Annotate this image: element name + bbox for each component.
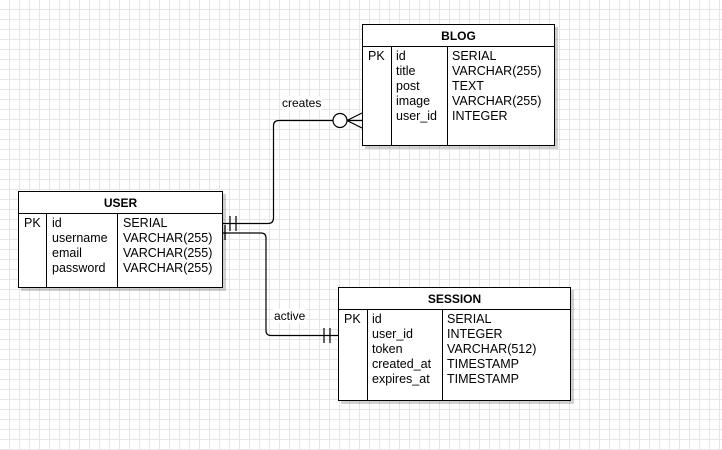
session-entity-body: PK id user_id token created_at expires_a… (339, 310, 570, 400)
creates-relationship-label: creates (281, 96, 323, 110)
blog-field-name: title (396, 64, 416, 78)
blog-field-name-column: id title post image user_id (391, 47, 447, 145)
blog-field-type: SERIAL (452, 49, 497, 63)
user-field-type: VARCHAR(255) (123, 261, 213, 275)
blog-field-name: user_id (396, 109, 437, 123)
blog-entity-title: BLOG (363, 25, 554, 47)
session-field-name: id (372, 312, 382, 326)
user-key-column: PK (24, 214, 48, 287)
creates-many-crowsfoot (346, 112, 363, 129)
blog-field-name: image (396, 94, 431, 108)
session-field-type: TIMESTAMP (447, 372, 519, 386)
session-entity-title: SESSION (339, 288, 570, 310)
user-field-name-column: id username email password (46, 214, 117, 287)
session-field-name: token (372, 342, 403, 356)
user-pk-marker: PK (24, 216, 41, 230)
session-entity[interactable]: SESSION PK id user_id token created_at e… (338, 287, 571, 401)
user-field-type: SERIAL (123, 216, 168, 230)
session-field-type-column: SERIAL INTEGER VARCHAR(512) TIMESTAMP TI… (442, 310, 570, 400)
blog-key-column: PK (368, 47, 392, 145)
session-field-type: TIMESTAMP (447, 357, 519, 371)
session-field-type: SERIAL (447, 312, 492, 326)
user-field-name: password (52, 261, 106, 275)
session-field-type: VARCHAR(512) (447, 342, 537, 356)
blog-entity[interactable]: BLOG PK id title post image user_id SERI… (362, 24, 555, 146)
user-field-type-column: SERIAL VARCHAR(255) VARCHAR(255) VARCHAR… (117, 214, 222, 287)
user-field-name: id (52, 216, 62, 230)
active-connector-line[interactable] (222, 232, 338, 337)
blog-field-type-column: SERIAL VARCHAR(255) TEXT VARCHAR(255) IN… (447, 47, 554, 145)
session-pk-marker: PK (344, 312, 361, 326)
blog-field-type: TEXT (452, 79, 484, 93)
user-field-name: username (52, 231, 108, 245)
blog-field-name: id (396, 49, 406, 63)
blog-field-name: post (396, 79, 420, 93)
blog-entity-body: PK id title post image user_id SERIAL VA… (363, 47, 554, 145)
user-field-type: VARCHAR(255) (123, 246, 213, 260)
creates-zero-marker (332, 112, 348, 129)
session-field-name-column: id user_id token created_at expires_at (367, 310, 442, 400)
session-key-column: PK (344, 310, 368, 400)
user-entity-body: PK id username email password SERIAL VAR… (19, 214, 222, 287)
user-field-type: VARCHAR(255) (123, 231, 213, 245)
creates-connector-line[interactable] (222, 119, 333, 225)
blog-field-type: VARCHAR(255) (452, 94, 542, 108)
active-relationship-label: active (273, 309, 307, 323)
user-entity[interactable]: USER PK id username email password SERIA… (18, 191, 223, 288)
session-field-name: created_at (372, 357, 432, 371)
session-field-type: INTEGER (447, 327, 503, 341)
session-field-name: expires_at (372, 372, 430, 386)
user-entity-title: USER (19, 192, 222, 214)
user-field-name: email (52, 246, 82, 260)
blog-pk-marker: PK (368, 49, 385, 63)
blog-field-type: INTEGER (452, 109, 508, 123)
session-field-name: user_id (372, 327, 413, 341)
blog-field-type: VARCHAR(255) (452, 64, 542, 78)
